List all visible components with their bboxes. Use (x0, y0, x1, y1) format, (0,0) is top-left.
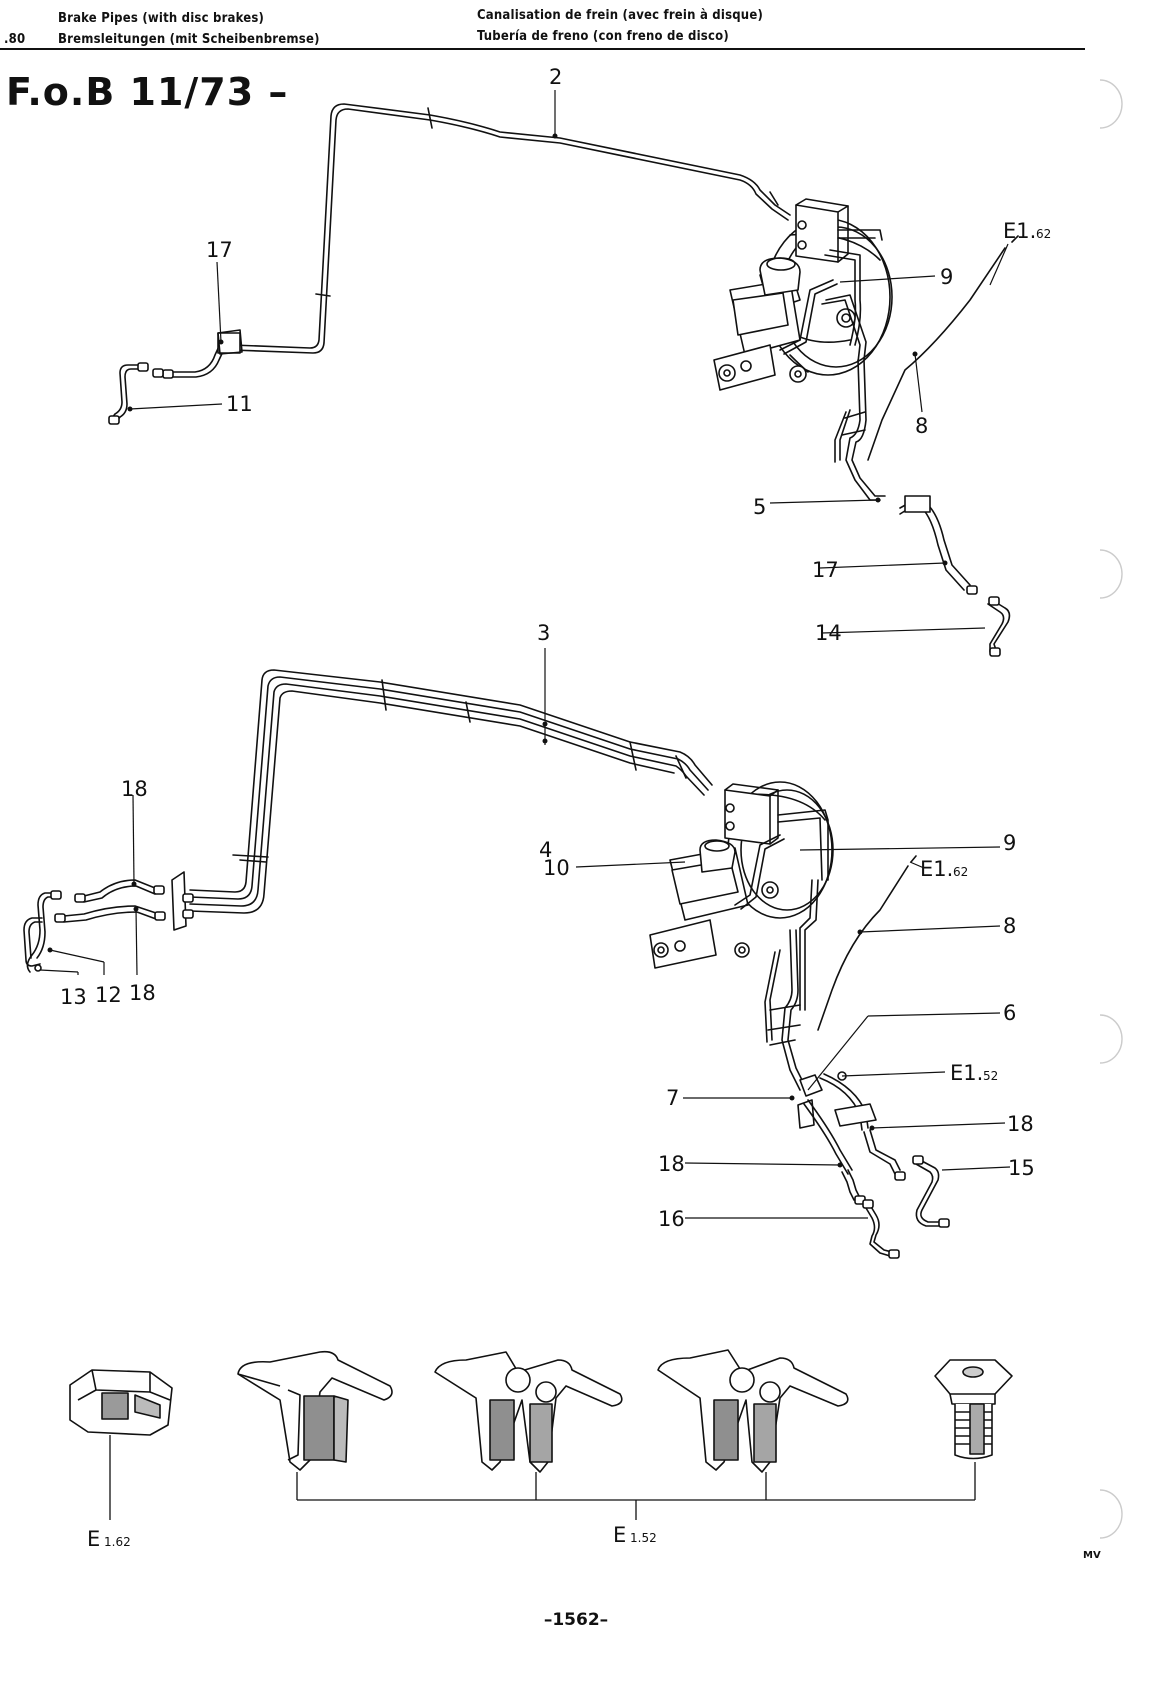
model-designation: F.o.B 11/73 – (6, 70, 289, 114)
clip-e152-b-icon (434, 1351, 623, 1473)
page-number: –1562– (543, 1610, 609, 1630)
dots-bottom (47, 721, 875, 1168)
label-4: 4 (539, 838, 552, 862)
header-title-de: Bremsleitungen (mit Scheibenbremse) (58, 32, 320, 47)
pipe-15 (912, 1155, 950, 1228)
label-8-top: 8 (915, 414, 928, 438)
leaders-top (129, 90, 1009, 634)
label-9-top: 9 (940, 265, 953, 289)
label-5: 5 (753, 495, 766, 519)
pipe-14 (987, 596, 1011, 657)
label-2: 2 (549, 65, 562, 89)
clip-e162-icon (69, 1369, 173, 1436)
header-title-es: Tubería de freno (con freno de disco) (477, 29, 729, 44)
label-7: 7 (666, 1086, 679, 1110)
pipes-12-13 (23, 890, 62, 973)
label-18-left-bottom: 18 (129, 981, 156, 1005)
corner-mark: MV (1083, 1550, 1101, 1561)
top-assembly (108, 103, 1019, 657)
clip-e152-c-icon (657, 1349, 849, 1473)
label-14: 14 (815, 621, 842, 645)
hose-17-top (152, 329, 243, 379)
header-title-fr: Canalisation de frein (avec frein à disq… (477, 8, 764, 23)
header-section-code: .80 (4, 32, 26, 47)
label-18-right-top: 18 (1007, 1112, 1034, 1136)
cable-8-top (867, 235, 1019, 461)
label-e152-bottom-sub: 52 (983, 1069, 998, 1083)
hose-17-right (899, 495, 978, 595)
legend-label-e162: E (87, 1527, 100, 1551)
label-18-right-bottom: 18 (658, 1152, 685, 1176)
legend-clips (69, 1349, 1013, 1473)
label-e162-bottom: E1. (920, 857, 953, 881)
pipes-3-4 (189, 669, 713, 914)
legend-label-e152-sub: 1.52 (630, 1531, 657, 1545)
label-e162-bottom-sub: 62 (953, 865, 968, 879)
master-cylinder-servo-top (713, 198, 893, 391)
pipe-2 (231, 103, 791, 354)
label-e152-bottom: E1. (950, 1061, 983, 1085)
pipe-11 (108, 362, 149, 425)
clip-e152-a-icon (237, 1350, 393, 1471)
legend-leaders (109, 1435, 976, 1520)
label-16: 16 (658, 1207, 685, 1231)
label-15: 15 (1008, 1156, 1035, 1180)
label-13: 13 (60, 985, 87, 1009)
bottom-assembly (23, 669, 950, 1259)
cable-8-bottom (817, 855, 917, 1031)
header-rule (0, 48, 1085, 50)
master-cylinder-servo-bottom (649, 781, 834, 969)
legend-label-e162-sub: 1.62 (104, 1535, 131, 1549)
left-hoses-18 (54, 871, 194, 931)
label-e162-top: E1. (1003, 219, 1036, 243)
pipe-16 (862, 1199, 900, 1259)
dots-top (127, 133, 948, 566)
label-17-top: 17 (206, 238, 233, 262)
label-11: 11 (226, 392, 253, 416)
hoses-18-right (841, 1129, 906, 1205)
pipe-9-top (779, 279, 867, 363)
label-9-bottom: 9 (1003, 831, 1016, 855)
label-12: 12 (95, 983, 122, 1007)
label-3: 3 (537, 621, 550, 645)
header-title-en: Brake Pipes (with disc brakes) (58, 11, 265, 26)
union-nut-icon (934, 1359, 1013, 1460)
label-6: 6 (1003, 1001, 1016, 1025)
pipes-6-7 (764, 929, 877, 1175)
label-17-right: 17 (812, 558, 839, 582)
binder-holes (1099, 79, 1123, 1539)
legend-label-e152: E (613, 1523, 626, 1547)
label-10: 10 (543, 856, 570, 880)
label-8-bottom: 8 (1003, 914, 1016, 938)
leaders-bottom (39, 648, 1011, 1219)
label-e162-top-sub: 62 (1036, 227, 1051, 241)
pipe-10-9-bottom (734, 834, 819, 1011)
label-18-left-top: 18 (121, 777, 148, 801)
pipe-5 (834, 359, 886, 501)
